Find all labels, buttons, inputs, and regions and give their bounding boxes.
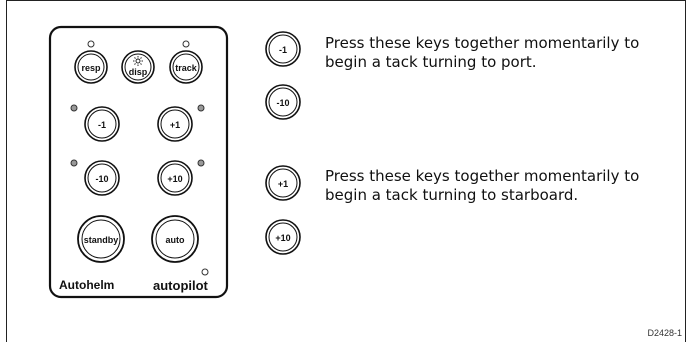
model-label: autopilot (153, 278, 209, 293)
port-key-minus1: -1 (265, 31, 301, 67)
starboard-key-plus10-label: +10 (275, 233, 290, 243)
disp-key-label: disp (129, 67, 148, 77)
resp-led (87, 40, 95, 48)
minus1-key[interactable]: -1 (84, 106, 120, 142)
auto-key[interactable]: auto (151, 215, 199, 263)
plus1-key[interactable]: +1 (157, 106, 193, 142)
starboard-key-plus1-label: +1 (278, 179, 288, 189)
plus1-led (197, 104, 205, 112)
figure-frame-top (6, 0, 686, 1)
track-key[interactable]: track (169, 50, 203, 84)
plus10-key-label: +10 (167, 174, 182, 184)
port-key-minus1-label: -1 (279, 45, 287, 55)
auto-key-label: auto (166, 235, 186, 245)
auto-led (201, 268, 209, 276)
standby-key[interactable]: standby (77, 215, 125, 263)
plus1-key-label: +1 (170, 120, 180, 130)
sun-icon (133, 56, 143, 66)
standby-key-label: standby (84, 235, 119, 245)
resp-key[interactable]: resp (74, 50, 108, 84)
starboard-key-plus1: +1 (265, 165, 301, 201)
minus1-key-label: -1 (98, 120, 106, 130)
resp-key-label: resp (81, 63, 101, 73)
port-key-minus10-label: -10 (276, 98, 289, 108)
port-instruction: Press these keys together momentarily to… (325, 34, 640, 71)
port-key-minus10: -10 (265, 84, 301, 120)
starboard-key-plus10: +10 (265, 219, 301, 255)
disp-key[interactable]: disp (121, 50, 155, 84)
plus10-led (197, 159, 205, 167)
minus10-key[interactable]: -10 (84, 160, 120, 196)
brand-label: Autohelm (59, 278, 114, 292)
track-led (182, 40, 190, 48)
track-key-label: track (175, 63, 198, 73)
minus10-led (70, 159, 78, 167)
figure-frame (6, 0, 686, 342)
minus10-key-label: -10 (95, 174, 108, 184)
minus1-led (70, 104, 78, 112)
plus10-key[interactable]: +10 (157, 160, 193, 196)
figure-reference: D2428-1 (647, 328, 682, 338)
starboard-instruction: Press these keys together momentarily to… (325, 167, 640, 204)
